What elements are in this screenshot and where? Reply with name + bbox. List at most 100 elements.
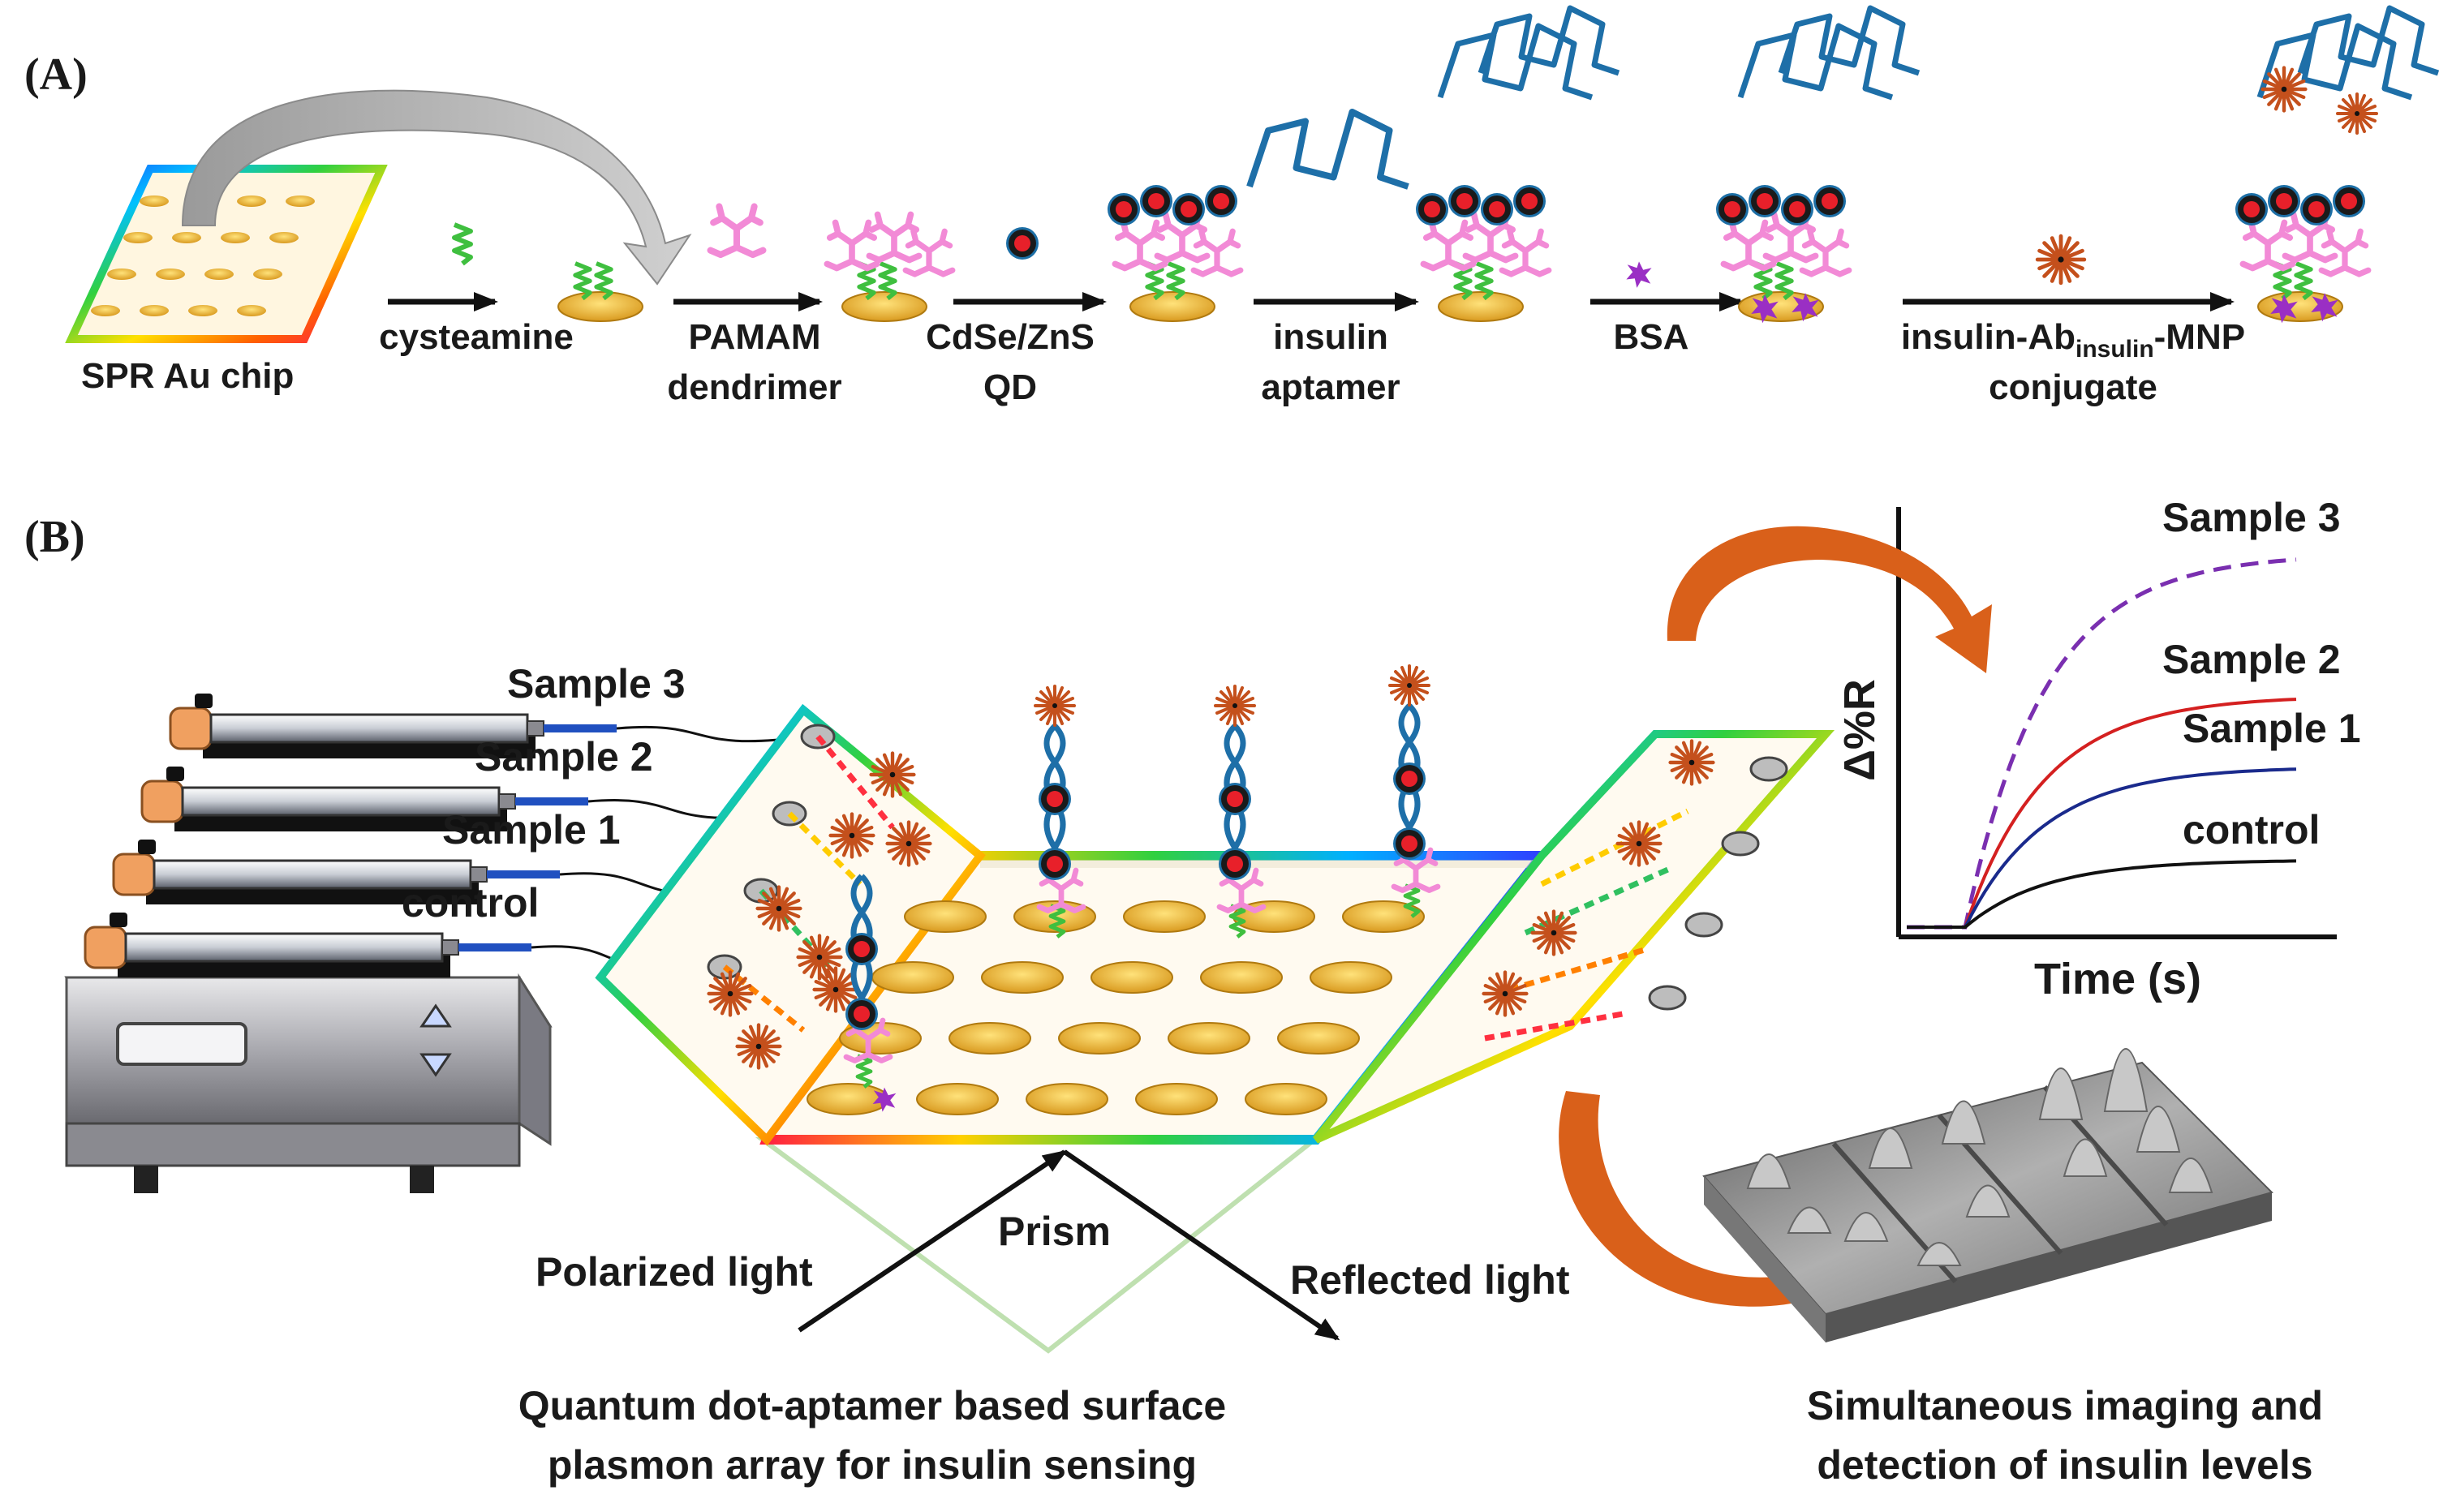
quantum-dot-icon: [2235, 193, 2268, 226]
gold-sensor-well: [1310, 961, 1392, 994]
surface-peak: [2136, 1106, 2181, 1153]
aptamer-strand: [1224, 724, 1246, 849]
syringe-knob: [138, 840, 156, 854]
quantum-dot-icon: [1481, 193, 1513, 226]
mnp-icon: [1533, 912, 1576, 955]
gold-sensor-well: [981, 961, 1064, 994]
outlet-channel-plate: [1313, 730, 1835, 1144]
surface-peak: [2038, 1067, 2084, 1120]
outlet-channel: [1540, 808, 1689, 887]
arrow-down-icon[interactable]: [419, 1053, 452, 1077]
assembly-stage-1: [557, 264, 643, 322]
polarized-light-label: Polarized light: [536, 1249, 813, 1295]
syringe-barrel: [209, 713, 529, 744]
mnp-icon: [738, 1025, 781, 1068]
mnp-icon: [758, 887, 801, 930]
syringe-knob: [166, 767, 184, 781]
assembly-stage-3: [1108, 185, 1241, 322]
step-label-4-line2: aptamer: [1261, 367, 1400, 407]
outlet-port: [1721, 831, 1760, 857]
syringe-knob: [195, 694, 213, 708]
step-label-2-line2: dendrimer: [667, 367, 841, 407]
polarized-light-arrow: [798, 1149, 1068, 1333]
step-label-5: BSA: [1614, 317, 1689, 357]
aptamer-strand: [2256, 23, 2413, 101]
gold-sensor-well: [1123, 900, 1206, 933]
syringe-4: control: [84, 880, 715, 977]
quantum-dot-icon: [1039, 783, 1071, 815]
syringe-needle: [544, 724, 617, 732]
assembly-stage-5: [1716, 5, 1921, 324]
outlet-channel: [1484, 1011, 1624, 1042]
gold-sensor-well: [1245, 1083, 1327, 1115]
syringe-barrel: [181, 786, 501, 817]
probe-stack: [845, 874, 897, 1112]
aptamer-strand: [1737, 23, 1894, 101]
gold-spot: [91, 305, 120, 316]
gold-disc: [841, 291, 927, 322]
prism-label: Prism: [998, 1209, 1111, 1254]
outlet-channel: [1524, 865, 1673, 936]
surface-peak: [2168, 1158, 2213, 1193]
mnp-icon: [2336, 92, 2378, 135]
gold-spot: [286, 195, 315, 207]
surface-peak: [1965, 1184, 2011, 1218]
quantum-dot-icon: [1813, 185, 1846, 217]
inlet-channel: [815, 734, 895, 830]
orange-arrow-to-surface: [1559, 1091, 1903, 1307]
syringe-1: Sample 3: [169, 661, 808, 758]
syringe-needle: [458, 943, 531, 951]
syringe-pump: [64, 973, 553, 1193]
outlet-port: [1648, 985, 1687, 1011]
gold-sensor-well: [948, 1022, 1031, 1055]
inlet-channel: [787, 811, 862, 887]
syringe-plunger-cap: [112, 853, 156, 896]
gold-disc: [1129, 291, 1215, 322]
syringe-needle: [515, 797, 588, 805]
mnp-icon: [1034, 685, 1076, 727]
gold-spot: [269, 232, 299, 243]
gold-spot: [107, 268, 136, 280]
mnp-icon: [1484, 973, 1527, 1016]
arrow-up-icon[interactable]: [419, 1003, 452, 1028]
panel-b-label: (B): [24, 512, 85, 562]
series-label-2: Sample 2: [2162, 637, 2341, 682]
quantum-dot-icon: [1393, 827, 1426, 860]
gold-sensor-well: [1026, 1083, 1108, 1115]
conjugate-subscript: insulin: [2076, 336, 2154, 363]
gold-sensor-well: [916, 1083, 999, 1115]
gold-sensor-well: [1090, 961, 1173, 994]
aptamer-icon: [1246, 109, 1409, 190]
curved-gray-arrow: [181, 89, 692, 286]
gold-spot: [140, 305, 169, 316]
mnp-icon: [1618, 823, 1661, 866]
aptamer-strand: [850, 874, 873, 999]
gold-sensor-well: [904, 900, 987, 933]
quantum-dot-icon: [1140, 185, 1172, 217]
syringe-label-3: Sample 1: [442, 807, 621, 853]
gold-sensor-well: [871, 961, 954, 994]
gold-spot: [172, 232, 201, 243]
mnp-icon: [1388, 664, 1430, 707]
aptamer-strand: [1043, 724, 1066, 849]
gold-sensor-well: [1277, 1022, 1360, 1055]
quantum-dot-icon: [1006, 227, 1039, 260]
probe-stack: [1034, 685, 1083, 937]
gold-sensor-well: [1135, 1083, 1218, 1115]
dendrimer-icon: [1502, 231, 1549, 274]
chart-y-label: Δ%R: [1835, 679, 1884, 781]
quantum-dot-icon: [1219, 783, 1251, 815]
aptamer-strand: [1224, 724, 1246, 849]
assembly-stage-2: [827, 214, 952, 322]
dendrimer-icon: [2321, 231, 2368, 274]
syringe-hub: [441, 939, 459, 956]
step-label-6: insulin-Abinsulin-MNP: [1901, 317, 2245, 363]
aptamer-strand: [850, 874, 873, 999]
quantum-dot-icon: [1416, 193, 1448, 226]
aptamer-strand: [1437, 23, 1594, 101]
step-label-3-line2: QD: [983, 367, 1037, 407]
quantum-dot-icon: [1393, 762, 1426, 795]
gold-spot: [204, 268, 234, 280]
assembly-stage-6: [2235, 5, 2439, 324]
